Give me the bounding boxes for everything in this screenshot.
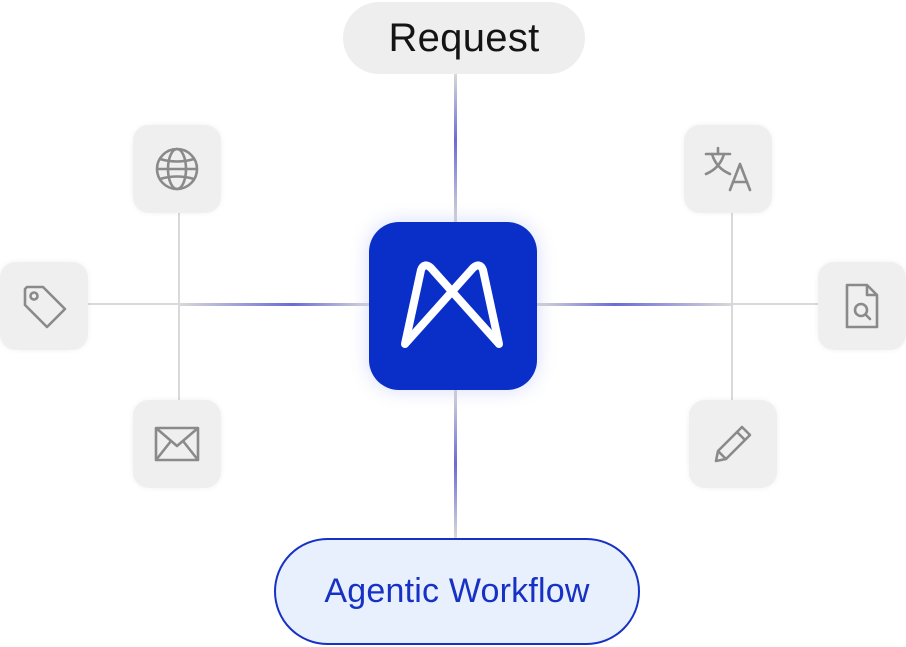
mail-icon — [154, 426, 200, 462]
request-label: Request — [388, 15, 540, 60]
connector-hub-to-bottom — [454, 390, 457, 538]
workflow-label: Agentic Workflow — [324, 572, 590, 610]
document-search-icon — [845, 283, 879, 329]
node-globe — [133, 125, 221, 213]
node-pencil — [689, 400, 777, 488]
tag-icon — [23, 285, 67, 329]
pencil-icon — [714, 425, 752, 463]
connector-left-to-hub — [179, 303, 369, 306]
hub-logo-tile — [369, 222, 537, 390]
request-pill: Request — [343, 2, 585, 74]
brand-logo-icon — [401, 261, 503, 348]
connector-top-to-hub — [454, 74, 457, 222]
node-mail — [133, 400, 221, 488]
node-tag — [0, 262, 88, 350]
node-document-search — [818, 262, 906, 350]
globe-icon — [155, 147, 199, 191]
connector-right-to-hub — [537, 303, 732, 306]
agentic-workflow-pill: Agentic Workflow — [274, 538, 640, 645]
translate-icon — [704, 146, 752, 192]
node-translate — [684, 125, 772, 213]
